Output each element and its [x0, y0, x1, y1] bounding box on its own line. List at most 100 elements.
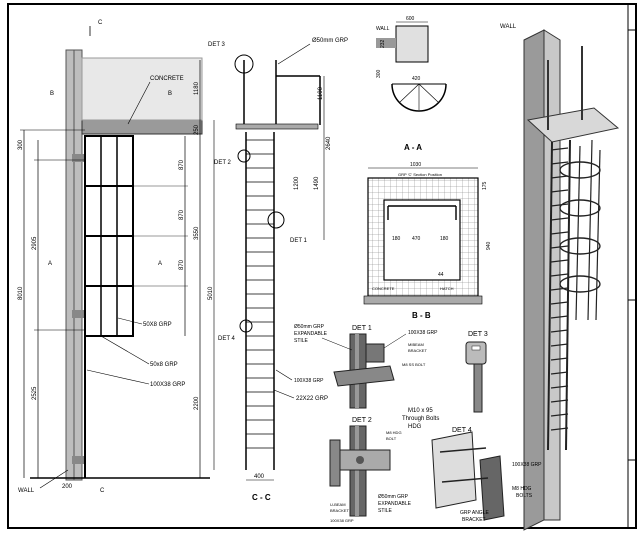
dim-44: 44	[438, 272, 444, 278]
grp-50x8-label-a: 50X8 GRP	[143, 322, 172, 328]
dim-2200: 2200	[194, 396, 200, 410]
grp50-leader	[277, 43, 311, 65]
det1-stile-label-3: STILE	[294, 338, 309, 344]
det4-title: DET 4	[452, 427, 472, 434]
iso-rung	[550, 399, 569, 403]
iso-rung	[550, 301, 569, 305]
dim-250: 250	[194, 124, 200, 135]
det4-bolt-2	[441, 477, 489, 483]
det4-beam	[479, 455, 505, 521]
dim-400-cc: 400	[254, 474, 265, 480]
det4-bolts-label-3: HDG	[408, 424, 422, 430]
det4-beam-label: 100X38 GRP	[512, 462, 542, 468]
dim-870-2: 870	[179, 209, 185, 220]
bb-c-section	[387, 205, 457, 220]
iso-hoop	[559, 275, 601, 293]
iso-rung	[550, 273, 569, 277]
isometric-view: WALL	[500, 24, 620, 531]
det1-beam	[365, 343, 385, 363]
marker-c-bottom: C	[100, 488, 105, 494]
grp22x22-label: 22X22 GRP	[296, 396, 328, 402]
marker-a-left: A	[48, 261, 52, 267]
iso-wall	[523, 29, 545, 531]
aa-spoke-3	[418, 83, 439, 103]
iso-rung	[550, 287, 569, 291]
det1-stile-leader	[321, 337, 353, 351]
section-cc-view: DET 3 Ø50mm GRP DET 2 DET 1 DET 4 100X38…	[208, 38, 348, 502]
bb-hatch-frame	[383, 199, 461, 281]
iso-rung	[550, 329, 569, 333]
section-aa-title: A - A	[404, 143, 422, 152]
marker-c-top: C	[98, 20, 103, 26]
det2-plate	[329, 439, 341, 487]
grp-100x38-label: 100X38 GRP	[150, 382, 185, 388]
grp-50x8-leader-b	[100, 335, 150, 365]
det1-ref: DET 1	[290, 238, 308, 244]
hatch-label: HATCH	[440, 286, 454, 291]
dim-3550: 3550	[194, 226, 200, 240]
iso-rung	[550, 161, 569, 165]
sheet-border	[7, 3, 637, 529]
det1-stile-label-2: EXPANDABLE	[294, 331, 328, 337]
wall-label-aa: WALL	[376, 26, 390, 32]
dim-8010: 8010	[18, 286, 24, 300]
det1-beam-label: 100X38 GRP	[408, 330, 438, 336]
det2-stile-label-3: STILE	[378, 508, 393, 514]
detail-1: DET 1 Ø50mm GRP EXPANDABLE STILE 100X38 …	[294, 324, 438, 409]
wall-bracket-2	[72, 310, 84, 318]
cc-platform	[235, 123, 319, 130]
wall-label: WALL	[18, 488, 35, 494]
dim-175: 175	[482, 181, 488, 190]
det2-stile-label-2: EXPANDABLE	[378, 501, 412, 507]
detail-2: DET 2 M8 HDG BOLT Ø50mm GRP EXPANDABLE S…	[329, 417, 412, 523]
det4-bolts-label: M10 x 95	[408, 408, 433, 414]
dim-200: 200	[62, 484, 73, 490]
dim-940: 940	[486, 241, 492, 250]
det2-bolt-label-2: BOLT	[386, 436, 397, 441]
dim-2905: 2905	[32, 236, 38, 250]
iso-hoop	[559, 237, 601, 255]
iso-rung	[550, 385, 569, 389]
det1-title: DET 1	[352, 325, 372, 332]
detail-3: DET 3	[465, 331, 488, 413]
detail-4: M10 x 95 Through Bolts HDG DET 4 100X38 …	[402, 408, 542, 523]
det3-title: DET 3	[468, 331, 488, 338]
det2-bolt-head	[356, 456, 364, 464]
iso-rung	[550, 147, 569, 151]
iso-cage-hoops	[559, 161, 601, 293]
iso-cage-vert-3	[575, 145, 581, 321]
dim-1030: 1030	[410, 162, 421, 168]
dim-1200: 1200	[294, 176, 300, 190]
aa-spoke-1	[399, 83, 420, 103]
iso-rungs	[550, 147, 569, 431]
dim-870-1: 870	[179, 159, 185, 170]
iso-rung	[550, 175, 569, 179]
concrete-leader	[127, 81, 151, 125]
det4-m8-label: M8 HDG	[512, 486, 532, 492]
grp-100x38-leader	[86, 369, 150, 385]
det2-ref: DET 2	[214, 160, 232, 166]
iso-rung	[550, 357, 569, 361]
dim-1490: 1490	[314, 176, 320, 190]
iso-cage-vert-2	[595, 149, 601, 321]
marker-a-right: A	[158, 261, 162, 267]
det1-bracket-label-2: BRACKET	[408, 348, 427, 353]
det2-beam-label: 100X38 GRP	[330, 518, 354, 523]
det3-stem	[473, 363, 483, 413]
section-bb-title: B - B	[412, 311, 431, 320]
iso-hoop	[559, 199, 601, 217]
det4-ref: DET 4	[218, 336, 236, 342]
dim-2640: 2640	[326, 136, 332, 150]
det3-plate	[465, 341, 487, 365]
dim-1100: 1100	[318, 86, 324, 100]
det4-m8-label-2: BOLTS	[516, 493, 533, 499]
det1-bracket-label: MIBEAM	[408, 342, 424, 347]
det4-bolts-label-2: Through Bolts	[402, 416, 439, 422]
det2-ubeam	[339, 449, 391, 471]
det4-plate	[431, 431, 477, 509]
dim-5010: 5010	[208, 286, 214, 300]
dim-180-b: 180	[440, 236, 449, 242]
det3-slot	[471, 345, 481, 351]
det4-angle-label-2: BRACKET	[462, 517, 486, 523]
